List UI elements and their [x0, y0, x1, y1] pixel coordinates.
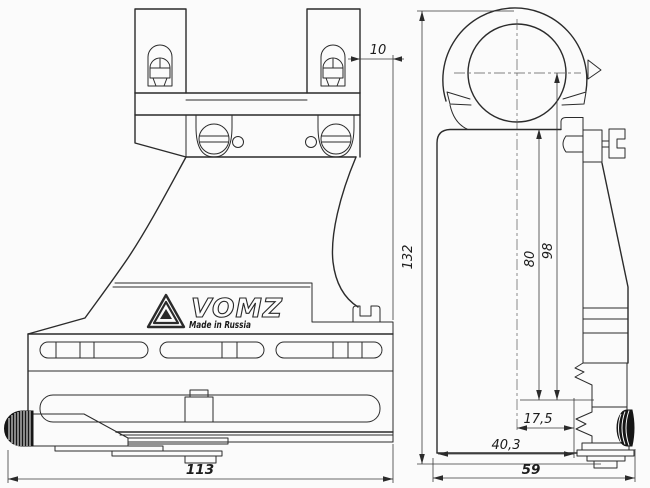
- locking-lever: [4, 410, 229, 464]
- body-left-edge: [436, 128, 562, 454]
- screw-slot-icon: [149, 58, 171, 69]
- screw-slot-icon: [322, 58, 344, 69]
- dim-post-offset: 10: [348, 43, 404, 320]
- clamp-bracket: [582, 129, 603, 163]
- dim-overall-length: 113: [7, 444, 394, 483]
- clamp-plate: [54, 445, 164, 452]
- dim-optical-center-height: 98: [541, 73, 560, 400]
- clamp-cylinder: [562, 135, 584, 153]
- dim-overall-depth: 59: [432, 449, 636, 482]
- left-clamp-screw-slot-icon: [199, 135, 229, 143]
- ring-split-left: [446, 91, 472, 106]
- ring-split-right: [561, 91, 587, 106]
- dim-body-depth-label: 40,3: [492, 438, 521, 453]
- dim-platform-height: 80: [520, 129, 594, 401]
- dim-body-depth: 40,3: [438, 438, 574, 457]
- knob-knurling: [8, 411, 31, 446]
- left-clamp-bracket: [195, 114, 233, 158]
- dovetail-notch-lower: [575, 406, 593, 444]
- body-right-edge: [601, 162, 629, 364]
- scope-ring-outline: [442, 7, 588, 102]
- left-ring-screw: [147, 44, 173, 87]
- side-view: [436, 7, 635, 469]
- dim-optical-center-height-label: 98: [541, 243, 556, 260]
- front-view: [4, 8, 394, 464]
- dim-overall-length-label: 113: [186, 462, 214, 478]
- recoil-stop-tab: [352, 305, 381, 323]
- clamp-nut: [184, 455, 217, 464]
- dimensions: 10 132 98 80: [7, 10, 636, 483]
- logo: VOMZ Made in Russia: [146, 293, 283, 331]
- clamp-stud: [184, 389, 214, 423]
- origin-label: Made in Russia: [189, 320, 251, 331]
- left-clamp-screw: [198, 123, 230, 155]
- neck-right-edge: [331, 156, 359, 308]
- dim-overall-depth-label: 59: [522, 462, 541, 478]
- clamp-slot: [39, 394, 381, 423]
- dim-center-to-dovetail: 17,5: [517, 398, 575, 458]
- dovetail-bands: [582, 307, 629, 334]
- pin-hole: [232, 136, 244, 148]
- pin-hole: [305, 136, 317, 148]
- clamp-plate: [111, 450, 223, 457]
- ring-lug: [587, 59, 602, 80]
- dovetail-notch-upper: [574, 362, 593, 408]
- dim-post-offset-label: 10: [370, 43, 387, 58]
- right-clamp-screw: [320, 123, 352, 155]
- vomz-emblem-icon: [146, 293, 186, 329]
- dim-platform-height-label: 80: [523, 251, 538, 268]
- rail-slot: [159, 341, 265, 359]
- side-clamp-screw: [608, 128, 626, 159]
- dim-overall-height: 132: [401, 10, 601, 465]
- side-knob-knurling: [618, 410, 630, 446]
- dim-center-to-dovetail-label: 17,5: [524, 412, 553, 427]
- dim-overall-height-label: 132: [401, 245, 416, 270]
- right-ring-screw: [320, 44, 346, 87]
- right-clamp-screw-slot-icon: [321, 135, 351, 143]
- brand-wordmark: VOMZ: [191, 294, 283, 324]
- lever-arm: [32, 413, 129, 447]
- rail-slot: [275, 341, 383, 359]
- neck-left-edge: [27, 156, 187, 415]
- left-post: [134, 8, 187, 94]
- right-clamp-bracket: [317, 114, 355, 158]
- side-clamp-plates: [576, 442, 635, 469]
- right-post: [306, 8, 361, 94]
